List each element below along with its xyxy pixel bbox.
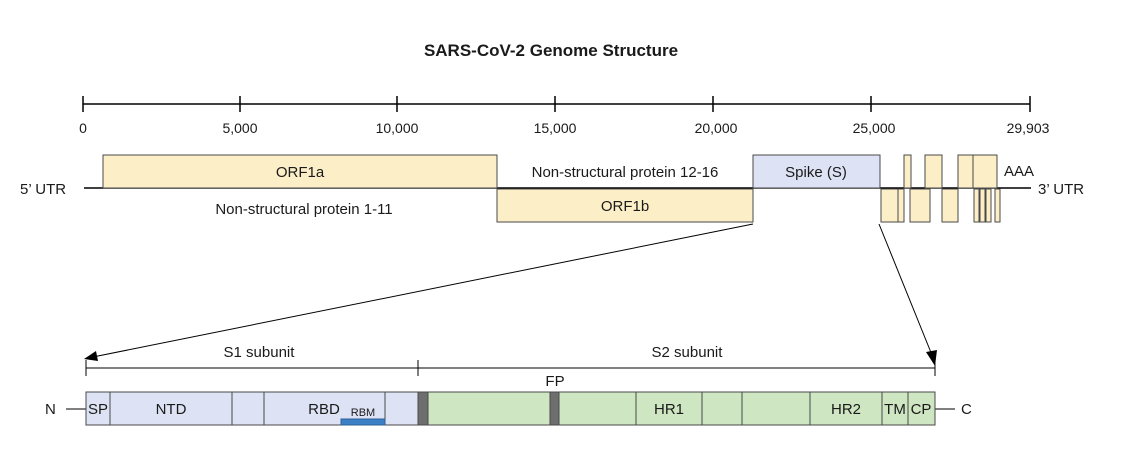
tick-label: 29,903 xyxy=(1007,120,1050,136)
orf-box xyxy=(957,154,974,189)
orf-box xyxy=(924,154,943,189)
zoom-line-left xyxy=(87,223,754,359)
zoom-line-right xyxy=(878,223,935,361)
tick-label: 15,000 xyxy=(534,120,577,136)
s2-region xyxy=(417,391,936,426)
tick-label: 5,000 xyxy=(222,120,257,136)
tick-label: 20,000 xyxy=(695,120,738,136)
orf1b-label: ORF1b xyxy=(601,198,649,215)
rbm-domain-label: RBM xyxy=(351,407,375,419)
tick-label: 0 xyxy=(79,120,87,136)
arrowhead-left xyxy=(84,351,98,361)
fusion-peptide-block xyxy=(549,391,560,426)
hr1-domain-label: HR1 xyxy=(654,401,684,418)
polya-tail-label: AAA xyxy=(1004,163,1034,180)
diagram-title: SARS-CoV-2 Genome Structure xyxy=(424,41,678,60)
zoom-connectors xyxy=(84,223,937,366)
spike-label: Spike (S) xyxy=(785,164,847,181)
tick-label: 25,000 xyxy=(853,120,896,136)
orf-box xyxy=(880,188,899,223)
cleavage-site-block xyxy=(417,391,429,426)
accessory-orfs xyxy=(880,154,1001,223)
orf-box xyxy=(903,154,912,189)
sp-domain-label: SP xyxy=(88,401,108,418)
subunit-bracket: S1 subunit S2 subunit xyxy=(85,344,936,376)
orf-box xyxy=(994,188,1001,223)
cp-domain-label: CP xyxy=(911,401,932,418)
ntd-domain-label: NTD xyxy=(156,401,187,418)
orf-box xyxy=(941,188,959,223)
utr3-label: 3’ UTR xyxy=(1038,181,1084,198)
rbm-block xyxy=(340,418,386,426)
orf1a-box xyxy=(102,154,498,189)
tick-label: 10,000 xyxy=(376,120,419,136)
orf-box xyxy=(985,188,992,223)
orf-box xyxy=(972,154,998,189)
nsp-12-16-label: Non-structural protein 12-16 xyxy=(532,164,719,181)
orf1b-box xyxy=(496,188,754,223)
orf-box xyxy=(897,188,905,223)
orf-box xyxy=(973,188,980,223)
utr5-label: 5’ UTR xyxy=(20,181,66,198)
arrowhead-right xyxy=(926,350,937,366)
tm-domain-label: TM xyxy=(884,401,906,418)
orf1a-label: ORF1a xyxy=(276,164,325,181)
c-terminus-label: C xyxy=(961,401,972,418)
s1-subunit-label: S1 subunit xyxy=(224,344,296,361)
fp-label: FP xyxy=(545,373,564,390)
spike-box xyxy=(752,154,881,189)
nsp-1-11-label: Non-structural protein 1-11 xyxy=(215,201,392,218)
orf-box xyxy=(979,188,986,223)
rbd-domain-label: RBD xyxy=(308,401,340,418)
orf-box xyxy=(909,188,931,223)
spike-domain-bar: N C FP SP NTD RBD RBM HR1 HR2 TM CP xyxy=(45,373,972,426)
genome-scale-axis: 0 5,000 10,000 15,000 20,000 25,000 29,9… xyxy=(79,96,1050,136)
s2-subunit-label: S2 subunit xyxy=(652,344,724,361)
hr2-domain-label: HR2 xyxy=(831,401,861,418)
n-terminus-label: N xyxy=(45,401,56,418)
